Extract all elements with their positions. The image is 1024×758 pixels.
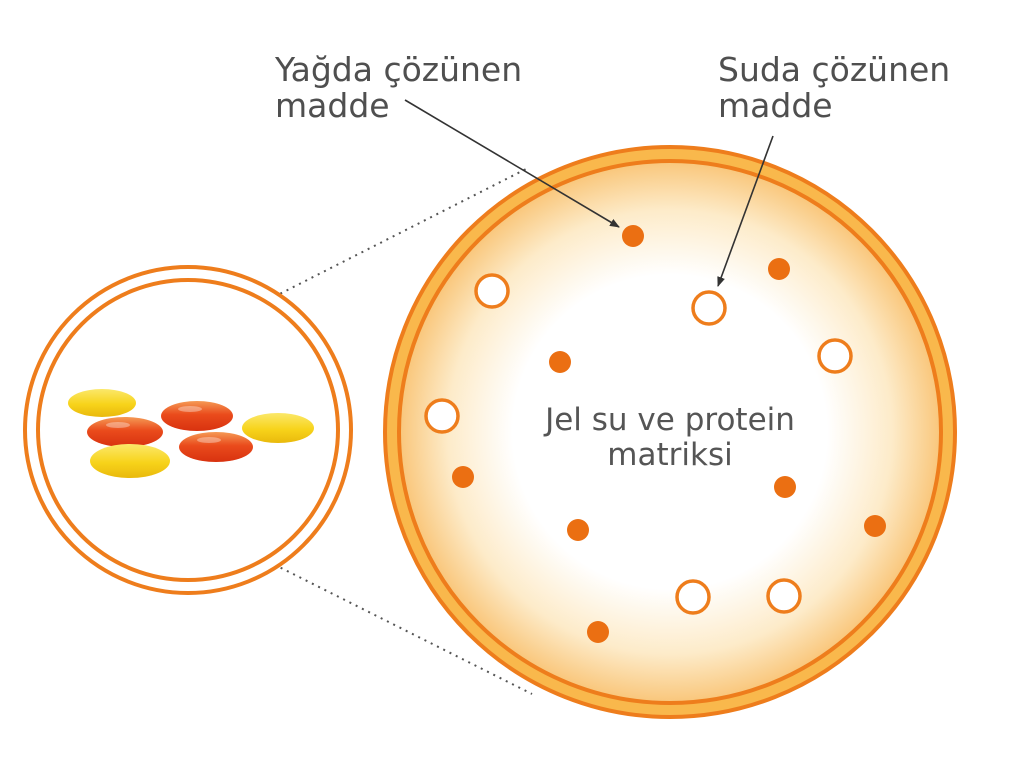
capsule-yellow — [68, 389, 136, 417]
label-fat-soluble: Yağda çözünen madde — [275, 52, 522, 124]
filled-dot — [549, 351, 571, 373]
capsule-group — [68, 389, 314, 478]
filled-dot — [452, 466, 474, 488]
label-water-soluble-line1: Suda çözünen — [718, 50, 951, 89]
filled-dot — [864, 515, 886, 537]
label-fat-soluble-line2: madde — [275, 86, 390, 125]
label-matrix: Jel su ve protein matriksi — [520, 403, 820, 473]
arrow-water-soluble — [717, 135, 774, 287]
label-matrix-line2: matriksi — [607, 437, 733, 473]
label-matrix-line1: Jel su ve protein — [545, 402, 795, 438]
hollow-dot — [675, 579, 711, 615]
capsule-yellow — [90, 444, 170, 478]
capsule-red — [179, 432, 253, 462]
matrix-circle — [383, 145, 957, 719]
label-water-soluble: Suda çözünen madde — [718, 52, 950, 124]
label-water-soluble-line2: madde — [718, 86, 833, 125]
hollow-dot — [474, 273, 510, 309]
filled-dot — [567, 519, 589, 541]
hollow-dot — [424, 398, 460, 434]
capsule-red — [161, 401, 233, 431]
water-soluble-particles — [424, 273, 853, 615]
filled-dot — [768, 258, 790, 280]
fat-soluble-particles — [452, 225, 886, 643]
filled-dot — [774, 476, 796, 498]
filled-dot — [587, 621, 609, 643]
capsule-red — [87, 417, 163, 447]
hollow-dot — [817, 338, 853, 374]
filled-dot — [622, 225, 644, 247]
capsule-yellow — [242, 413, 314, 443]
label-fat-soluble-line1: Yağda çözünen — [275, 50, 523, 89]
hollow-dot — [691, 290, 727, 326]
arrow-fat-soluble — [404, 99, 620, 228]
hollow-dot — [766, 578, 802, 614]
